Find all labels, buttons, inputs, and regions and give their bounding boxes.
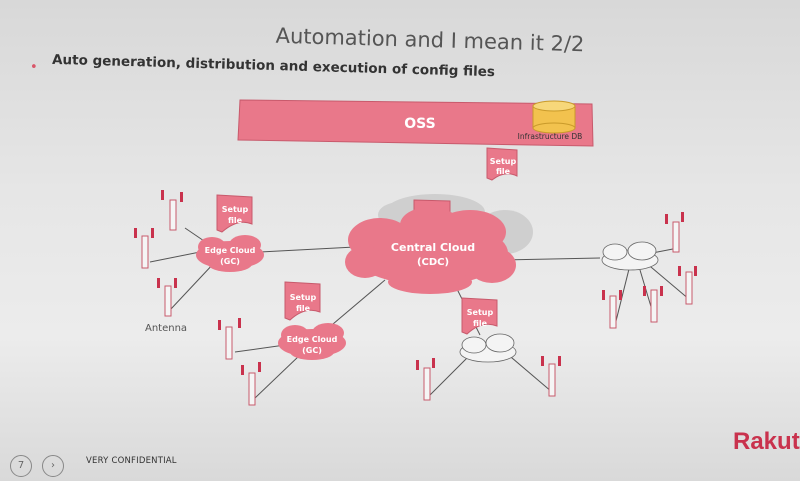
edge-cloud-1-sublabel: (GC) <box>220 257 240 266</box>
antenna-label: Antenna <box>145 323 187 334</box>
svg-text:file: file <box>228 216 243 225</box>
infra-db-label: Infrastructure DB <box>518 132 583 141</box>
page-number-button[interactable]: 7 <box>10 455 32 477</box>
oss-bar: OSS <box>237 99 594 147</box>
oss-label: OSS <box>404 116 435 132</box>
antenna-icons <box>141 199 693 406</box>
antenna-panels <box>134 190 697 375</box>
brand-logo: Rakute <box>733 428 800 455</box>
central-cloud-icon <box>345 207 516 294</box>
setup-file-gc2: Setup file <box>284 281 321 321</box>
svg-text:Setup: Setup <box>490 157 517 166</box>
svg-text:Setup: Setup <box>467 308 494 317</box>
svg-text:Setup: Setup <box>222 205 249 214</box>
setup-file-bottom: Setup file <box>461 297 498 335</box>
next-slide-button[interactable]: › <box>42 455 64 477</box>
small-cloud-icon-right <box>601 241 659 271</box>
edge-cloud-1-label: Edge Cloud <box>205 246 256 255</box>
edge-cloud-icon-2 <box>278 323 346 360</box>
edge-cloud-icon-1 <box>196 235 264 272</box>
svg-text:file: file <box>473 319 488 328</box>
chevron-right-icon: › <box>51 460 55 471</box>
central-cloud-sublabel: (CDC) <box>417 257 449 268</box>
setup-file-oss: Setup file <box>486 147 518 181</box>
edge-cloud-2-label: Edge Cloud <box>287 335 338 344</box>
svg-text:file: file <box>496 167 511 176</box>
setup-file-gc1: Setup file <box>216 194 253 233</box>
infrastructure-db-icon: Infrastructure DB <box>518 100 583 141</box>
confidential-label: VERY CONFIDENTIAL <box>86 456 177 466</box>
edge-cloud-2-sublabel: (GC) <box>302 346 322 355</box>
bullet-icon: • <box>30 60 38 75</box>
central-cloud-label: Central Cloud <box>391 241 475 254</box>
svg-text:file: file <box>296 304 311 313</box>
small-cloud-icon-bottom <box>459 333 517 363</box>
svg-text:Setup: Setup <box>290 293 317 302</box>
